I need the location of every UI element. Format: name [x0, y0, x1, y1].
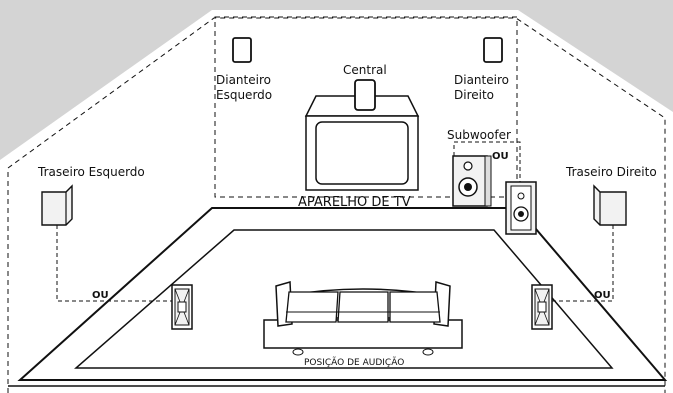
tv-label: APARELHO DE TV: [298, 195, 411, 210]
sofa-icon: [263, 281, 463, 356]
or-label-left: OU: [92, 290, 109, 301]
center-speaker-icon: [354, 79, 376, 111]
subwoofer-label: Subwoofer: [447, 128, 511, 142]
floor-inner: [74, 229, 614, 369]
room-area: [0, 10, 673, 393]
front-right-speaker-icon: [483, 37, 503, 63]
rear-left-speaker-icon: [41, 184, 73, 226]
rear-left-label: Traseiro Esquerdo: [37, 165, 145, 179]
subwoofer-dashed-link: [453, 141, 521, 182]
front-left-label-1: Dianteiro: [216, 73, 271, 87]
front-right-label-1: Dianteiro: [454, 73, 509, 87]
front-right-label-2: Direito: [454, 88, 494, 102]
front-left-label-2: Esquerdo: [216, 88, 272, 102]
front-left-speaker-icon: [232, 37, 252, 63]
floor-outer: [17, 207, 668, 381]
front-wall-dashed-box: [214, 16, 518, 198]
rear-right-alt-speaker-icon: [531, 284, 553, 330]
center-label: Central: [343, 63, 387, 77]
subwoofer-front-icon: [452, 155, 492, 207]
rear-left-alt-speaker-icon: [171, 284, 193, 330]
listening-position-label: POSIÇÃO DE AUDIÇÃO: [304, 357, 404, 368]
or-label-subwoofer: OU: [492, 151, 509, 162]
room-dashed-outline: [7, 17, 666, 393]
rear-right-label: Traseiro Direito: [565, 165, 657, 179]
rear-right-speaker-icon: [593, 184, 627, 226]
subwoofer-alt-icon: [505, 181, 537, 235]
or-label-right: OU: [594, 290, 611, 301]
